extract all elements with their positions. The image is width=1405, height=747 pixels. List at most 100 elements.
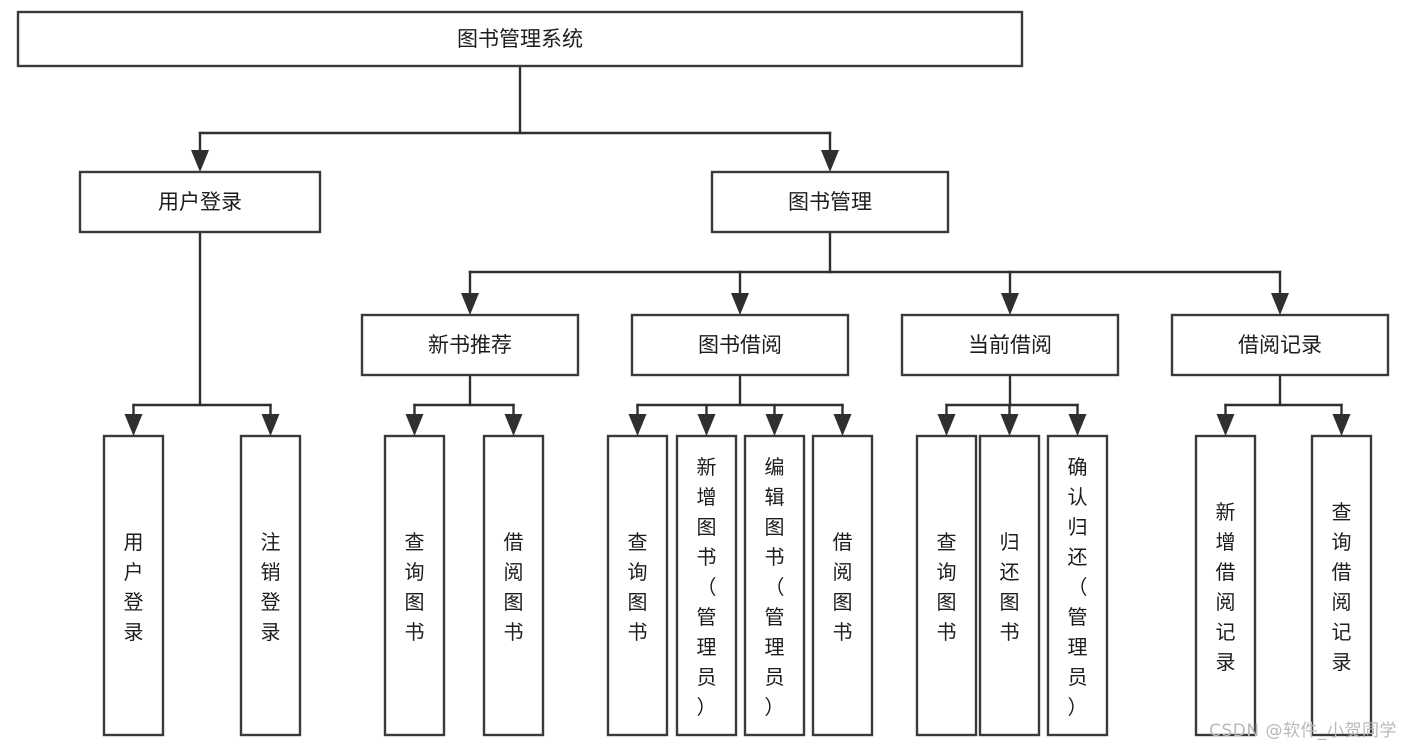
node-label-char: 增 <box>1216 530 1236 554</box>
arrow-head-icon <box>1216 414 1235 436</box>
node-leaf-borrow-book-2[interactable]: 借阅图书借阅图书 <box>811 434 874 737</box>
node-label-char: 理 <box>1068 635 1088 659</box>
arrow-head-icon <box>1271 293 1289 315</box>
arrow-head-icon <box>191 150 209 172</box>
arrow-head-icon <box>765 414 784 436</box>
node-label-char: 记 <box>1332 620 1352 644</box>
node-label-char: （ <box>765 575 785 599</box>
node-label-char: 借 <box>1332 560 1352 584</box>
node-box-current-borrow <box>900 313 1120 377</box>
node-leaf-return-book[interactable]: 归还图书归还图书 <box>978 434 1041 737</box>
node-box-user-login <box>78 170 322 234</box>
node-label-char: 书 <box>833 620 853 644</box>
node-label-char: 登 <box>124 590 144 614</box>
node-box-root <box>16 10 1024 68</box>
node-label-char: ） <box>1068 695 1088 719</box>
node-box-leaf-user-login <box>102 434 165 737</box>
node-label-char: 还 <box>1000 560 1020 584</box>
node-leaf-query-book-2[interactable]: 查询图书查询图书 <box>606 434 669 737</box>
node-box-book-manage <box>710 170 950 234</box>
node-label-char: 员 <box>765 665 785 689</box>
node-label-char: 理 <box>697 635 717 659</box>
node-label-char: 用 <box>124 530 144 554</box>
node-box-new-book-recommend <box>360 313 580 377</box>
node-label-char: 查 <box>405 530 425 554</box>
node-label-new-book-recommend: 新书推荐 <box>428 333 512 357</box>
node-label-char: 员 <box>697 665 717 689</box>
node-new-book-recommend[interactable]: 新书推荐 <box>360 313 580 377</box>
node-leaf-add-record[interactable]: 新增借阅记录新增借阅记录 <box>1194 434 1257 737</box>
arrow-head-icon <box>405 414 424 436</box>
node-label-char: 新 <box>1216 500 1236 524</box>
node-label-char: 员 <box>1068 665 1088 689</box>
arrow-head-icon <box>821 150 839 172</box>
node-book-manage[interactable]: 图书管理 <box>710 170 950 234</box>
node-label-char: 确 <box>1068 455 1088 479</box>
node-label-char: 阅 <box>504 560 524 584</box>
node-label-char: 销 <box>261 560 281 584</box>
node-label-char: 图 <box>504 590 524 614</box>
node-leaf-user-login[interactable]: 用户登录用户登录 <box>102 434 165 737</box>
arrow-head-icon <box>504 414 523 436</box>
node-borrow-record[interactable]: 借阅记录 <box>1170 313 1390 377</box>
arrow-head-icon <box>1332 414 1351 436</box>
node-label-book-borrow: 图书借阅 <box>698 333 782 357</box>
node-leaf-query-book-1[interactable]: 查询图书查询图书 <box>383 434 446 737</box>
node-label-char: 登 <box>261 590 281 614</box>
node-label-char: 阅 <box>1332 590 1352 614</box>
node-leaf-borrow-book-1[interactable]: 借阅图书借阅图书 <box>482 434 545 737</box>
node-book-borrow[interactable]: 图书借阅 <box>630 313 850 377</box>
arrow-head-icon <box>1001 293 1019 315</box>
node-label-char: 录 <box>261 620 281 644</box>
node-label-char: 认 <box>1068 485 1088 509</box>
node-label-char: ） <box>697 695 717 719</box>
node-label-char: 书 <box>504 620 524 644</box>
node-label-char: 图 <box>833 590 853 614</box>
node-current-borrow[interactable]: 当前借阅 <box>900 313 1120 377</box>
node-label-char: 管 <box>1068 605 1088 629</box>
node-box-leaf-confirm-return <box>1046 434 1109 737</box>
node-label-char: 书 <box>697 545 717 569</box>
node-label-char: 图 <box>405 590 425 614</box>
node-label-char: 记 <box>1216 620 1236 644</box>
node-box-leaf-query-book-1 <box>383 434 446 737</box>
node-label-char: 查 <box>937 530 957 554</box>
node-label-char: 图 <box>765 515 785 539</box>
arrow-head-icon <box>124 414 143 436</box>
arrow-head-icon <box>833 414 852 436</box>
node-root[interactable]: 图书管理系统 <box>16 10 1024 68</box>
node-user-login[interactable]: 用户登录 <box>78 170 322 234</box>
node-label-char: ） <box>765 695 785 719</box>
node-box-leaf-add-book <box>675 434 738 737</box>
node-box-leaf-query-record <box>1310 434 1373 737</box>
node-leaf-query-book-3[interactable]: 查询图书查询图书 <box>915 434 978 737</box>
node-label-root: 图书管理系统 <box>457 27 583 51</box>
node-label-borrow-record: 借阅记录 <box>1238 333 1322 357</box>
node-label-char: 图 <box>1000 590 1020 614</box>
node-label-char: 询 <box>405 560 425 584</box>
node-label-char: 录 <box>124 620 144 644</box>
node-label-char: 书 <box>765 545 785 569</box>
node-label-char: 理 <box>765 635 785 659</box>
node-label-char: 编 <box>765 455 785 479</box>
node-label-char: 书 <box>628 620 648 644</box>
csdn-watermark: CSDN @软件_小贺同学 <box>1209 721 1397 741</box>
node-leaf-query-record[interactable]: 查询借阅记录查询借阅记录 <box>1310 434 1373 737</box>
node-box-leaf-logout <box>239 434 302 737</box>
node-label-char: 图 <box>937 590 957 614</box>
node-box-borrow-record <box>1170 313 1390 377</box>
node-label-char: 询 <box>937 560 957 584</box>
node-label-book-manage: 图书管理 <box>788 190 872 214</box>
node-label-user-login: 用户登录 <box>158 190 242 214</box>
node-label-char: 图 <box>697 515 717 539</box>
arrow-head-icon <box>731 293 749 315</box>
node-label-char: 注 <box>261 530 281 554</box>
node-label-char: 归 <box>1068 515 1088 539</box>
node-leaf-logout[interactable]: 注销登录注销登录 <box>239 434 302 737</box>
node-label-char: 增 <box>697 485 717 509</box>
node-label-char: 询 <box>628 560 648 584</box>
arrow-head-icon <box>1068 414 1087 436</box>
